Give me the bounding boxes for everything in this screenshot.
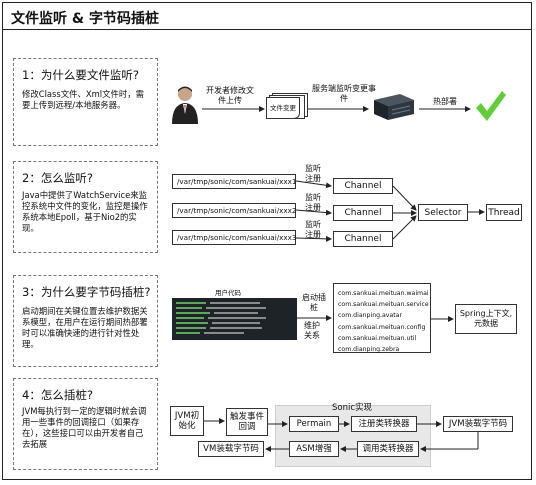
package-list: com.sankuai.meituan.waimai com.sankuai.m…: [333, 283, 431, 353]
thread-box: Thread: [486, 204, 522, 221]
section-3-box: 3：为什么要字节码插桩? 启动期间在关键位置去维护数据关系模型，在用户在运行期间…: [13, 275, 158, 367]
call-transformer-box: 调用类转换器: [357, 441, 419, 457]
start-instrument-label: 启动插桩: [302, 293, 326, 312]
register-transformer-box: 注册类转换器: [351, 416, 417, 432]
section-3-body: 启动期间在关键位置去维护数据关系模型，在用户在运行期间热部署时可以准确快速的进行…: [22, 306, 148, 349]
jvm-init-box: JVM初始化: [170, 406, 204, 436]
sonic-impl-label: Sonic实现: [331, 403, 373, 413]
register-label-1: 监听注册: [305, 164, 321, 183]
title-bar: 文件监听 & 字节码插桩: [3, 3, 531, 30]
package-item: com.sankuai.meituan.util: [338, 334, 417, 342]
vm-load-box: VM装载字节码: [198, 441, 264, 457]
channel-box-3: Channel: [333, 231, 393, 247]
user-code-editor: [172, 298, 297, 340]
server-icon: [374, 94, 414, 120]
asm-enhance-box: ASM增强: [289, 441, 339, 457]
spring-context-box: Spring上下文,元数据: [455, 304, 517, 334]
section-2-body: Java中提供了WatchService来监控系统中文件的变化，监控是操作系统本…: [22, 190, 148, 233]
package-item: com.sankuai.meituan.config: [338, 323, 426, 331]
section-1-body: 修改Class文件、Xml文件时，需要上传到远程/本地服务器。: [22, 89, 145, 110]
server-event-label: 服务端监听变更事件: [312, 84, 376, 103]
user-code-label: 用户代码: [215, 289, 241, 297]
watch-path-2: /var/tmp/sonic/com/sankuai/xxx2: [172, 203, 296, 218]
trigger-callback-box: 触发事件回调: [226, 408, 268, 436]
register-label-2: 监听注册: [305, 193, 321, 212]
section-4-box: 4：怎么插桩? JVM每执行到一定的逻辑时就会调用一些事件的回调接口（如果存在）…: [13, 378, 158, 470]
watch-path-1: /var/tmp/sonic/com/sankuai/xxx1: [172, 174, 296, 189]
section-1-box: 1：为什么要文件监听? 修改Class文件、Xml文件时，需要上传到远程/本地服…: [13, 58, 158, 146]
section-4-body: JVM每执行到一定的逻辑时就会调用一些事件的回调接口（如果存在），这些接口可以由…: [22, 406, 147, 449]
section-1-question: 1：为什么要文件监听?: [22, 68, 139, 82]
section-4-question: 4：怎么插桩?: [22, 388, 93, 402]
channel-box-2: Channel: [333, 205, 393, 221]
file-change-label: 文件变更: [266, 97, 300, 119]
register-label-3: 监听注册: [305, 220, 321, 239]
upload-label: 开发者修改文件上传: [206, 86, 254, 105]
jvm-load-box: JVM装载字节码: [443, 416, 513, 432]
section-2-box: 2：怎么监听? Java中提供了WatchService来监控系统中文件的变化，…: [13, 161, 158, 253]
package-item: com.sankuai.meituan.waimai: [338, 290, 429, 297]
channel-box-1: Channel: [333, 178, 393, 194]
permain-box: Permain: [289, 416, 339, 432]
page-title: 文件监听 & 字节码插桩: [11, 11, 159, 27]
section-3-question: 3：为什么要字节码插桩?: [22, 285, 151, 299]
maintain-relation-label: 维护关系: [304, 321, 320, 340]
package-item: com.sankuai.meituan.service: [338, 301, 429, 309]
watch-path-3: /var/tmp/sonic/com/sankuai/xxx3: [172, 230, 296, 245]
package-item: com.dianping.zebra: [338, 346, 400, 354]
package-item: com.dianping.avatar: [338, 312, 403, 320]
diagram-frame: 文件监听 & 字节码插桩: [2, 2, 532, 480]
check-icon: [476, 91, 506, 121]
file-stack: 文件变更: [266, 93, 308, 119]
section-2-question: 2：怎么监听?: [22, 171, 93, 185]
selector-box: Selector: [418, 204, 468, 221]
developer-icon: [172, 86, 198, 124]
hot-deploy-label: 热部署: [433, 97, 457, 106]
